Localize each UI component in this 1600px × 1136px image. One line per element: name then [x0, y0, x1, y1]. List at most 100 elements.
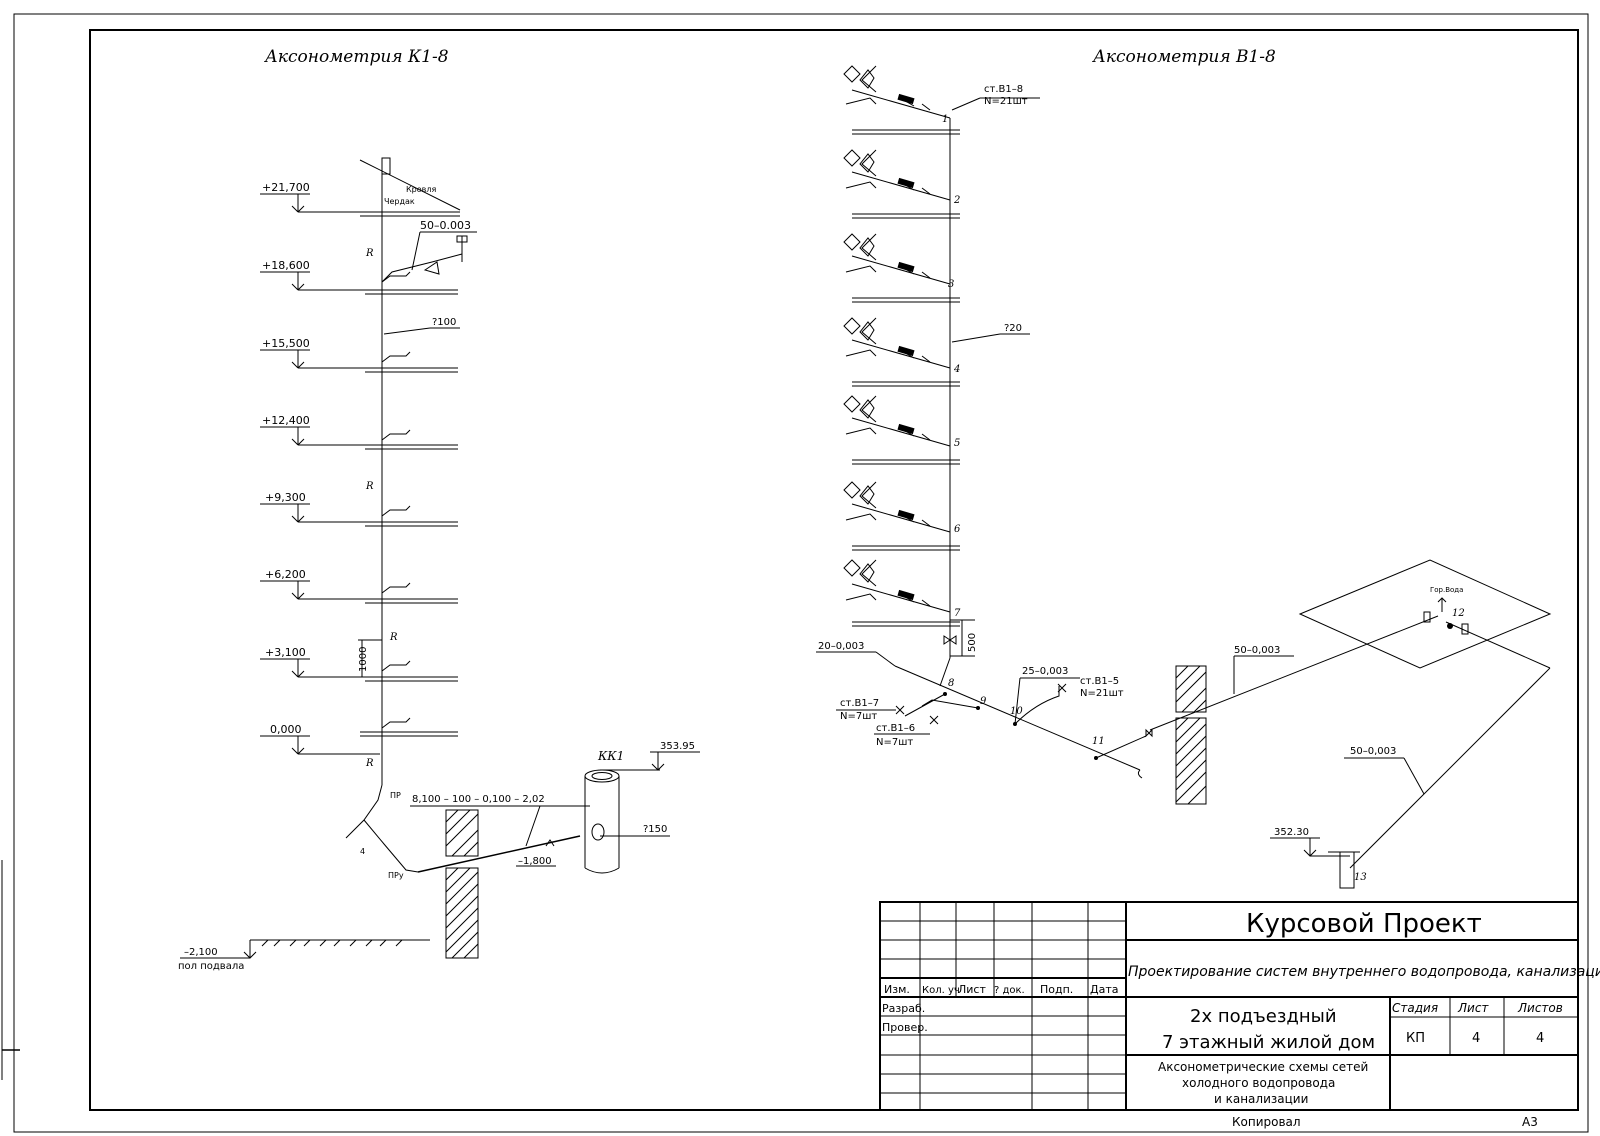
outlet-pipe [417, 835, 581, 873]
copied-label: Копировал [1232, 1115, 1301, 1129]
inlet-level: 352.30 [1274, 827, 1309, 838]
checked-label: Провер. [882, 1021, 928, 1034]
outlet-level: –1,800 [518, 856, 552, 867]
level-marker: +15,500 [260, 337, 458, 373]
outlet-spec: 8,100 – 100 – 0,100 – 2,02 [412, 794, 545, 805]
level-marker: +12,400 [260, 414, 458, 450]
floor-branch: 2 [843, 149, 960, 206]
main-pipe [894, 665, 1141, 771]
outlet-branch-b [363, 819, 419, 873]
svg-text:Лист: Лист [1457, 1001, 1489, 1015]
svg-text:2: 2 [953, 195, 960, 206]
r-marker: R [365, 248, 374, 259]
desc-line3: и канализации [1214, 1092, 1308, 1106]
svg-text:0,000: 0,000 [270, 723, 302, 736]
project-title: Курсовой Проект [1246, 909, 1482, 939]
svg-text:+12,400: +12,400 [262, 414, 310, 427]
sheet-value: 4 [1472, 1031, 1480, 1046]
riser-dia: ?20 [1004, 323, 1022, 334]
r-marker: R [365, 481, 374, 492]
level-marker: 0,000 [260, 723, 458, 755]
svg-text:Кол. уч: Кол. уч [922, 985, 960, 996]
fixture-icon [456, 235, 468, 243]
well-top [584, 769, 620, 783]
basement-label: пол подвала [178, 961, 244, 972]
building-line2: 7 этажный жилой дом [1162, 1032, 1375, 1053]
svg-text:+9,300: +9,300 [265, 491, 306, 504]
floor-branch: 4 [843, 317, 960, 375]
wall-hatch [1175, 665, 1207, 805]
sheets-value: 4 [1536, 1031, 1544, 1046]
slope-50b: 50–0,003 [1350, 746, 1396, 757]
svg-text:Дата: Дата [1090, 983, 1118, 996]
st-b15-n: N=21шт [1080, 688, 1124, 699]
attic-label: Чердак [384, 197, 415, 206]
slope-50a: 50–0,003 [1234, 645, 1280, 656]
floor-branches [381, 271, 411, 729]
floor-branch: 3 [843, 233, 954, 290]
vent-cap [381, 157, 391, 175]
svg-text:+6,200: +6,200 [265, 568, 306, 581]
hot-water-label: Гор.Вода [1430, 586, 1463, 594]
floor-branch: 5 [843, 395, 960, 449]
svg-text:1: 1 [942, 114, 948, 125]
dim-1000: 1000 [358, 647, 369, 672]
level-marker: +3,100 [260, 646, 458, 682]
pr-lower-label: ПРу [388, 871, 404, 880]
svg-text:+3,100: +3,100 [265, 646, 306, 659]
floor-branch: 7 [843, 559, 961, 619]
st-b16-n: N=7шт [876, 737, 913, 748]
riser-label: ст.В1–8 [984, 84, 1023, 95]
valve-icon [943, 635, 957, 645]
svg-text:6: 6 [954, 524, 961, 535]
roof-label: Кровля [406, 185, 436, 194]
stage-value: КП [1406, 1031, 1425, 1046]
st-b17-n: N=7шт [840, 711, 877, 722]
outlet-branch-a [345, 784, 383, 839]
sewer-scheme: Кровля Чердак +21,700 +18,600 +15,500 +1… [178, 157, 700, 972]
well-dia: ?150 [643, 824, 667, 835]
r-marker: R [365, 758, 374, 769]
svg-text:Листов: Листов [1517, 1001, 1563, 1015]
st-b16: ст.В1–6 [876, 723, 915, 734]
hot-water-plane [1298, 559, 1552, 669]
floor-slabs [852, 129, 960, 627]
pr-label: ПР [390, 791, 401, 800]
node-11: 11 [1092, 736, 1105, 747]
slope-main: 20–0,003 [818, 641, 864, 652]
svg-text:+18,600: +18,600 [262, 259, 310, 272]
lower-inlet [1349, 667, 1551, 869]
svg-text:3: 3 [948, 279, 954, 290]
fixture-trap [423, 261, 440, 275]
inlet-pipe [1149, 615, 1439, 731]
water-scheme: 1 2 3 4 5 6 [816, 65, 1552, 889]
top-branch [381, 253, 463, 283]
outer-frame [13, 13, 1589, 1133]
svg-text:+15,500: +15,500 [262, 337, 310, 350]
node-12: 12 [1452, 608, 1465, 619]
st-b15: ст.В1–5 [1080, 676, 1119, 687]
slope-25: 25–0,003 [1022, 666, 1068, 677]
title-b18: Аксонометрия В1-8 [1092, 47, 1276, 67]
svg-text:+21,700: +21,700 [262, 181, 310, 194]
top-slope-label: 50–0.003 [420, 219, 471, 232]
svg-text:4: 4 [953, 364, 960, 375]
ground-hatch [261, 939, 403, 947]
riser-dia-label: ?100 [432, 317, 456, 328]
level-marker: +9,300 [260, 491, 458, 527]
svg-text:5: 5 [954, 438, 960, 449]
subject: Проектирование систем внутреннего водопр… [1128, 964, 1600, 980]
node-13: 13 [1354, 872, 1367, 883]
desc-line2: холодного водопровода [1182, 1076, 1335, 1090]
inner-frame [89, 29, 1579, 1111]
node-4: 4 [360, 847, 365, 856]
floor-branch: 1 [843, 65, 951, 125]
svg-text:7: 7 [954, 608, 961, 619]
building-line1: 2х подъездный [1190, 1006, 1337, 1027]
svg-text:Подп.: Подп. [1040, 983, 1073, 996]
desc-line1: Аксонометрические схемы сетей [1158, 1060, 1368, 1074]
riser-count: N=21шт [984, 96, 1028, 107]
svg-text:Изм.: Изм. [884, 983, 910, 996]
node-9: 9 [980, 696, 987, 707]
